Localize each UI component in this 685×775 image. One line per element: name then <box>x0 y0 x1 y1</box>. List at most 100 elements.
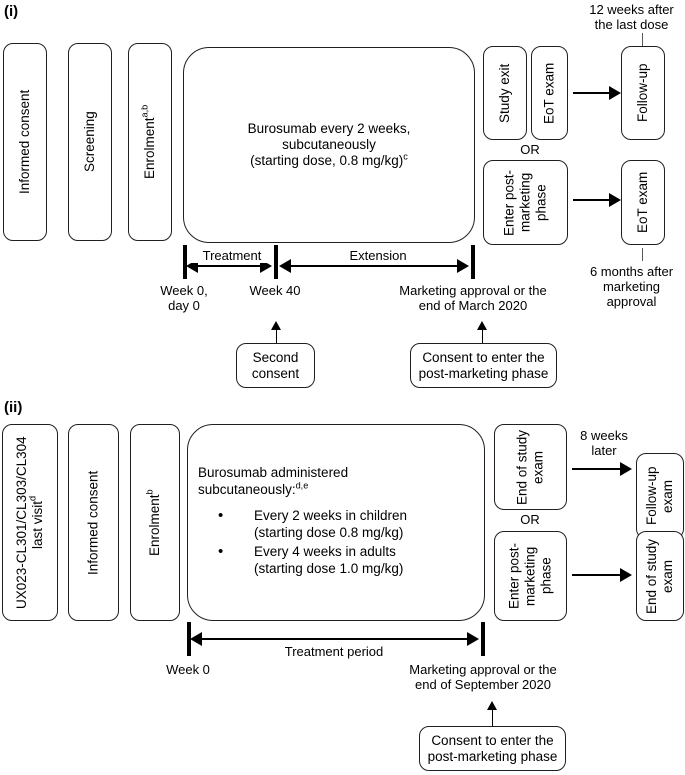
arrow-head-endstudy-to-followup <box>620 462 632 476</box>
timeline-treatment-period-arrow-right <box>467 632 479 646</box>
or-label-i: OR <box>520 142 540 157</box>
box-eot-exam-i-label: EoT exam <box>541 62 557 124</box>
box-informed-consent-i[interactable]: Informed consent <box>3 43 47 241</box>
or-label-ii: OR <box>520 512 540 527</box>
box-informed-consent-ii[interactable]: Informed consent <box>68 424 119 621</box>
arrow-line-endstudy-to-followup <box>572 468 622 471</box>
box-last-visit-ii[interactable]: UX023-CL301/CL303/CL304 last visitd <box>2 424 58 621</box>
box-screening-i[interactable]: Screening <box>68 43 112 241</box>
callout-arrow-consent-post-marketing-ii <box>487 701 497 710</box>
timeline-extension-arrow-left <box>279 259 291 273</box>
burosumab-ii-head-line2: subcutaneously: <box>198 482 296 498</box>
box-study-exit-i[interactable]: Study exit <box>483 46 527 140</box>
box-enrolment-ii-superscript: b <box>144 489 155 495</box>
timeline-tick-marketing-approval-ii <box>481 622 485 656</box>
box-eot-exam-i[interactable]: EoT exam <box>531 46 568 140</box>
timeline-tick-week-0-i <box>183 245 187 279</box>
timeline-segment-treatment-line <box>190 265 268 268</box>
bullet-children-line1: Every 2 weeks in children <box>254 508 408 524</box>
burosumab-line2: subcutaneously <box>282 137 376 153</box>
box-informed-consent-i-label: Informed consent <box>17 89 33 195</box>
arrow-line-eot-to-followup <box>573 92 611 95</box>
timeline-label-extension: Extension <box>310 248 446 263</box>
consent-post-marketing-i-line2: post-marketing phase <box>418 365 549 381</box>
timeline-segment-treatment-period-line <box>194 638 477 641</box>
callout-arrow-second-consent <box>271 321 281 330</box>
box-enrolment-ii-label: Enrolment <box>147 494 163 556</box>
timeline-tick-label-week-0-line2: day 0 <box>168 298 200 313</box>
box-enter-post-marketing-ii[interactable]: Enter post-marketing phase <box>494 531 567 621</box>
timeline-tick-label-week-40: Week 40 <box>249 283 301 298</box>
last-visit-superscript: d <box>27 495 38 502</box>
timeline-label-treatment: Treatment <box>190 248 274 263</box>
timeline-label-treatment-period: Treatment period <box>284 644 384 659</box>
consent-post-marketing-i-line1: Consent to enter the <box>422 349 545 365</box>
box-consent-post-marketing-ii[interactable]: Consent to enter the post-marketing phas… <box>419 726 566 771</box>
callout-connector-second-consent <box>276 330 278 344</box>
box-end-of-study-exam-post-ii-label: End of study exam <box>644 538 675 614</box>
timeline-tick-label-week-0-line1: Week 0, <box>160 283 208 298</box>
arrow-head-postmkt-to-eot <box>609 193 621 207</box>
box-enter-post-marketing-i[interactable]: Enter post-marketing phase <box>483 160 568 245</box>
callout-arrow-consent-post-marketing-i <box>477 321 487 330</box>
annotation-6-months-line1: 6 months after <box>589 264 674 279</box>
timeline-tick-week-0-ii <box>187 622 191 656</box>
burosumab-line3-superscript: c <box>403 151 408 162</box>
annotation-12-weeks-line1: 12 weeks after <box>589 2 674 17</box>
timeline-extension-arrow-right <box>457 259 469 273</box>
box-enrolment-i[interactable]: Enrolmenta,b <box>128 43 172 241</box>
box-end-of-study-exam-ii-label: End of study exam <box>514 429 546 505</box>
callout-connector-consent-post-marketing-i <box>482 330 484 344</box>
box-informed-consent-ii-label: Informed consent <box>85 470 101 575</box>
timeline-tick-label-marketing-ii-line2: end of September 2020 <box>415 677 551 692</box>
panel-i-label: (i) <box>4 3 19 20</box>
arrow-head-eot-to-followup <box>609 86 621 100</box>
annotation-8-weeks-line2: later <box>591 443 617 458</box>
box-eot-exam-post-i[interactable]: EoT exam <box>621 160 665 245</box>
timeline-tick-label-marketing-i-line1: Marketing approval or the <box>399 283 547 298</box>
timeline-tick-label-marketing-i-line2: end of March 2020 <box>418 298 528 313</box>
bullet-children-line2: (starting dose 0.8 mg/kg) <box>254 525 404 540</box>
burosumab-line1: Burosumab every 2 weeks, <box>247 121 411 137</box>
arrow-line-postmkt-to-eot <box>573 199 611 202</box>
box-follow-up-i-label: Follow-up <box>635 63 651 123</box>
timeline-treatment-period-arrow-left <box>190 632 202 646</box>
panel-ii-label: (ii) <box>4 399 23 416</box>
second-consent-line2: consent <box>251 365 300 381</box>
box-end-of-study-exam-post-ii[interactable]: End of study exam <box>636 531 684 621</box>
timeline-segment-extension-line <box>283 265 467 268</box>
box-follow-up-i[interactable]: Follow-up <box>621 46 665 140</box>
consent-post-marketing-ii-line2: post-marketing phase <box>427 748 558 764</box>
burosumab-line3: (starting dose, 0.8 mg/kg) <box>250 152 404 168</box>
box-enter-post-marketing-i-label: Enter post-marketing phase <box>501 169 549 236</box>
bullet-adults-line2: (starting dose 1.0 mg/kg) <box>254 560 404 576</box>
burosumab-ii-head-line1: Burosumab administered <box>198 465 349 481</box>
annotation-12-weeks-connector <box>642 33 644 46</box>
box-burosumab-treatment-i[interactable]: Burosumab every 2 weeks, subcutaneously … <box>183 47 475 243</box>
list-item-adults: Every 4 weeks in adults (starting dose 1… <box>198 543 474 578</box>
timeline-tick-week-40-i <box>274 245 278 279</box>
timeline-tick-label-marketing-ii-line1: Marketing approval or the <box>409 662 557 677</box>
box-screening-i-label: Screening <box>82 111 98 173</box>
box-end-of-study-exam-ii[interactable]: End of study exam <box>494 424 567 510</box>
box-study-exit-i-label: Study exit <box>497 63 513 123</box>
annotation-12-weeks-line2: the last dose <box>594 17 669 32</box>
list-item-children: Every 2 weeks in children (starting dose… <box>198 507 474 542</box>
annotation-8-weeks-line1: 8 weeks <box>580 428 628 443</box>
second-consent-line1: Second <box>252 349 299 365</box>
box-burosumab-treatment-ii[interactable]: Burosumab administered subcutaneously:d,… <box>187 424 485 621</box>
arrow-line-postmkt-to-endstudy <box>572 574 622 577</box>
callout-connector-consent-post-marketing-ii <box>492 710 494 726</box>
box-eot-exam-post-i-label: EoT exam <box>635 171 651 234</box>
arrow-head-postmkt-to-endstudy <box>620 568 632 582</box>
box-follow-up-exam-ii[interactable]: Follow-up exam <box>636 453 684 539</box>
timeline-tick-marketing-approval-i <box>471 245 475 279</box>
last-visit-line2: last visit <box>30 501 45 550</box>
timeline-tick-label-week-0-ii: Week 0 <box>166 662 210 677</box>
box-follow-up-exam-ii-label: Follow-up exam <box>644 466 675 526</box>
box-second-consent[interactable]: Second consent <box>236 343 315 388</box>
consent-post-marketing-ii-line1: Consent to enter the <box>431 732 554 748</box>
box-enrolment-ii[interactable]: Enrolmentb <box>130 424 180 621</box>
burosumab-ii-head-superscript: d,e <box>295 480 309 491</box>
box-consent-post-marketing-i[interactable]: Consent to enter the post-marketing phas… <box>410 343 557 388</box>
